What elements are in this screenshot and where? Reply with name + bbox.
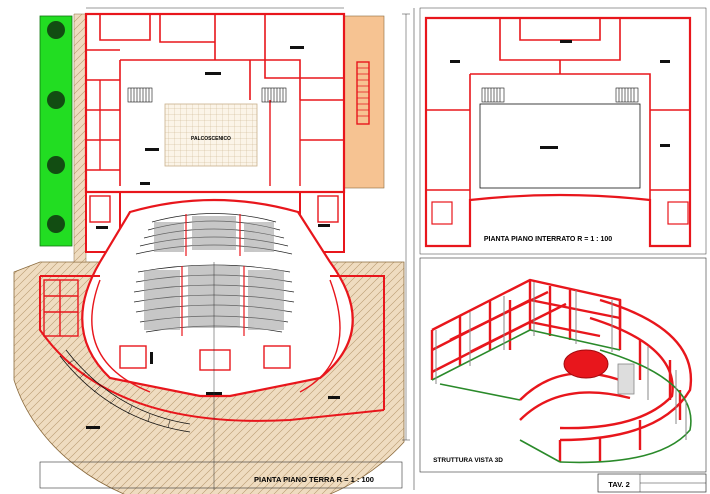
basement-stairs	[431, 87, 689, 225]
stair-blocks	[127, 87, 287, 103]
structure-frame	[419, 257, 707, 473]
basement-plan: PIANTA PIANO INTERRATO R = 1 : 100	[419, 7, 707, 255]
basement-hall	[479, 103, 641, 189]
service-stair	[356, 61, 370, 125]
left-wing-rooms	[86, 49, 120, 171]
ground-floor-title: PIANTA PIANO TERRA R = 1 : 100	[254, 475, 374, 484]
structure-core	[617, 363, 635, 395]
title-block: TAV. 2	[597, 473, 707, 493]
garden-strip	[39, 15, 73, 247]
paved-strip-left	[73, 13, 87, 263]
tree-icon	[47, 91, 65, 109]
outer-ring	[39, 275, 385, 422]
basement-marks	[450, 40, 670, 149]
ring-rooms	[43, 279, 291, 371]
trees	[47, 21, 65, 233]
sheet-number: TAV. 2	[608, 480, 630, 489]
structure-dome	[563, 349, 609, 379]
foyer-walls	[85, 191, 345, 253]
stair-right	[317, 195, 339, 223]
entrance-ramp	[59, 349, 191, 433]
top-rooms	[99, 14, 344, 186]
right-wing-rooms	[269, 100, 344, 186]
tree-icon	[47, 156, 65, 174]
aisle-lines	[181, 214, 245, 336]
service-strip	[343, 15, 385, 189]
structure-3d-view: STRUTTURA VISTA 3D	[419, 257, 707, 473]
structure-floor-beams	[431, 329, 692, 464]
stage-area	[164, 103, 258, 167]
tree-icon	[47, 21, 65, 39]
basement-title: PIANTA PIANO INTERRATO R = 1 : 100	[484, 236, 612, 243]
tree-icon	[47, 215, 65, 233]
stage-label: PALCOSCENICO	[191, 136, 231, 142]
stair-left	[89, 195, 111, 223]
basement-frame	[419, 7, 707, 255]
structure-title: STRUTTURA VISTA 3D	[433, 457, 503, 464]
structure-pillars	[435, 282, 687, 440]
dimension-lines	[86, 7, 410, 490]
ground-title-box	[39, 461, 403, 489]
structure-frame-grid	[430, 278, 693, 462]
ground-floor-plan: PALCOSCENICO	[13, 7, 410, 494]
inner-ring	[91, 279, 341, 393]
